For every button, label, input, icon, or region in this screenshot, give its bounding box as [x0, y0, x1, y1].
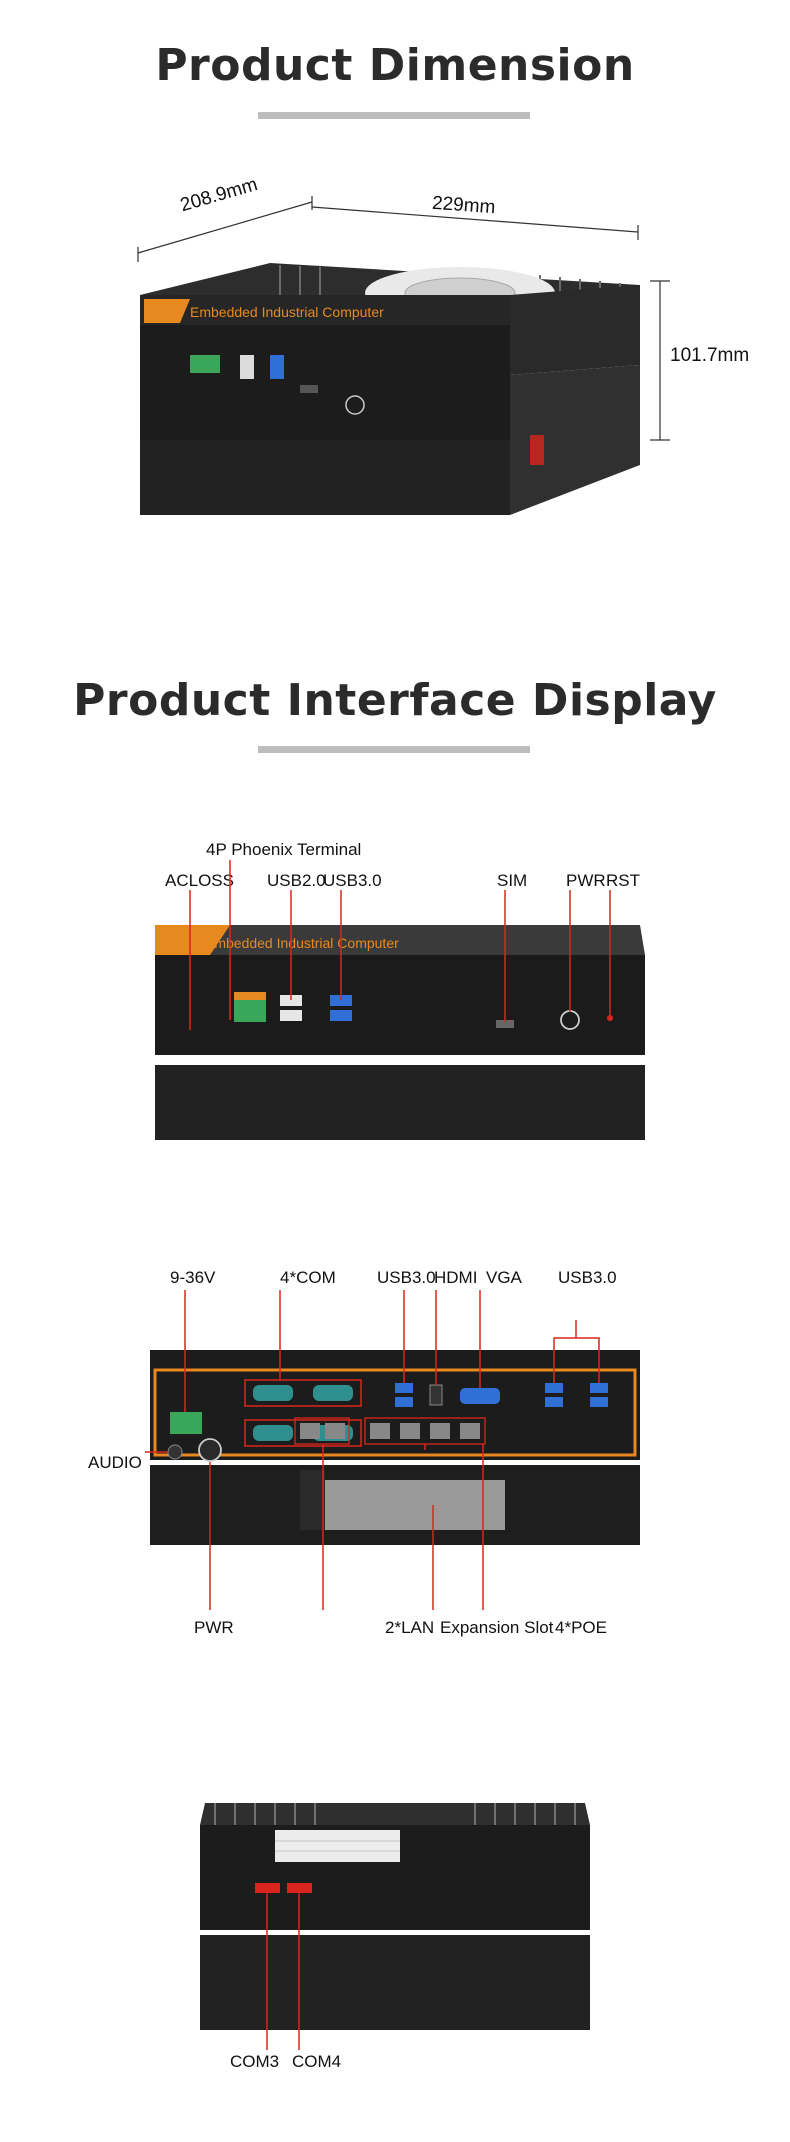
label-9-36v: 9-36V	[170, 1268, 216, 1287]
label-2lan: 2*LAN	[385, 1618, 435, 1637]
label-expansion-slot: Expansion Slot	[440, 1618, 554, 1637]
side-view-image	[200, 1803, 590, 2050]
interface-heading: Product Interface Display	[73, 675, 717, 726]
rear-view-image	[145, 1290, 640, 1610]
product-isometric-image: Embedded Industrial Computer	[140, 263, 640, 515]
label-4poe: 4*POE	[555, 1618, 607, 1637]
depth-dimension-label: 229mm	[431, 192, 497, 219]
label-pwr-rear: PWR	[194, 1618, 234, 1637]
label-usb30: USB3.0	[323, 871, 382, 890]
dimension-lines	[137, 196, 670, 441]
label-pwr-front: PWR	[566, 871, 606, 890]
label-4com: 4*COM	[280, 1268, 336, 1287]
label-usb30-rear-a: USB3.0	[377, 1268, 436, 1287]
label-4p-phoenix-terminal: 4P Phoenix Terminal	[206, 840, 362, 859]
label-com3: COM3	[230, 2052, 280, 2071]
front-view-image: Embedded Industrial Computer	[155, 860, 645, 1140]
label-com4: COM4	[292, 2052, 342, 2071]
dimension-heading-underline	[258, 112, 530, 119]
label-sim: SIM	[497, 871, 528, 890]
brand-text: Embedded Industrial Computer	[190, 304, 384, 320]
label-hdmi: HDMI	[434, 1268, 478, 1287]
label-rst: RST	[606, 871, 640, 890]
label-acloss: ACLOSS	[165, 871, 234, 890]
label-usb30-rear-b: USB3.0	[558, 1268, 617, 1287]
height-dimension-label: 101.7mm	[670, 345, 750, 366]
label-audio: AUDIO	[88, 1453, 142, 1472]
label-usb20: USB2.0	[267, 871, 326, 890]
svg-text:Embedded Industrial Computer: Embedded Industrial Computer	[205, 935, 399, 951]
label-vga: VGA	[486, 1268, 522, 1287]
dimension-heading: Product Dimension	[155, 40, 635, 91]
interface-heading-underline	[258, 746, 530, 753]
